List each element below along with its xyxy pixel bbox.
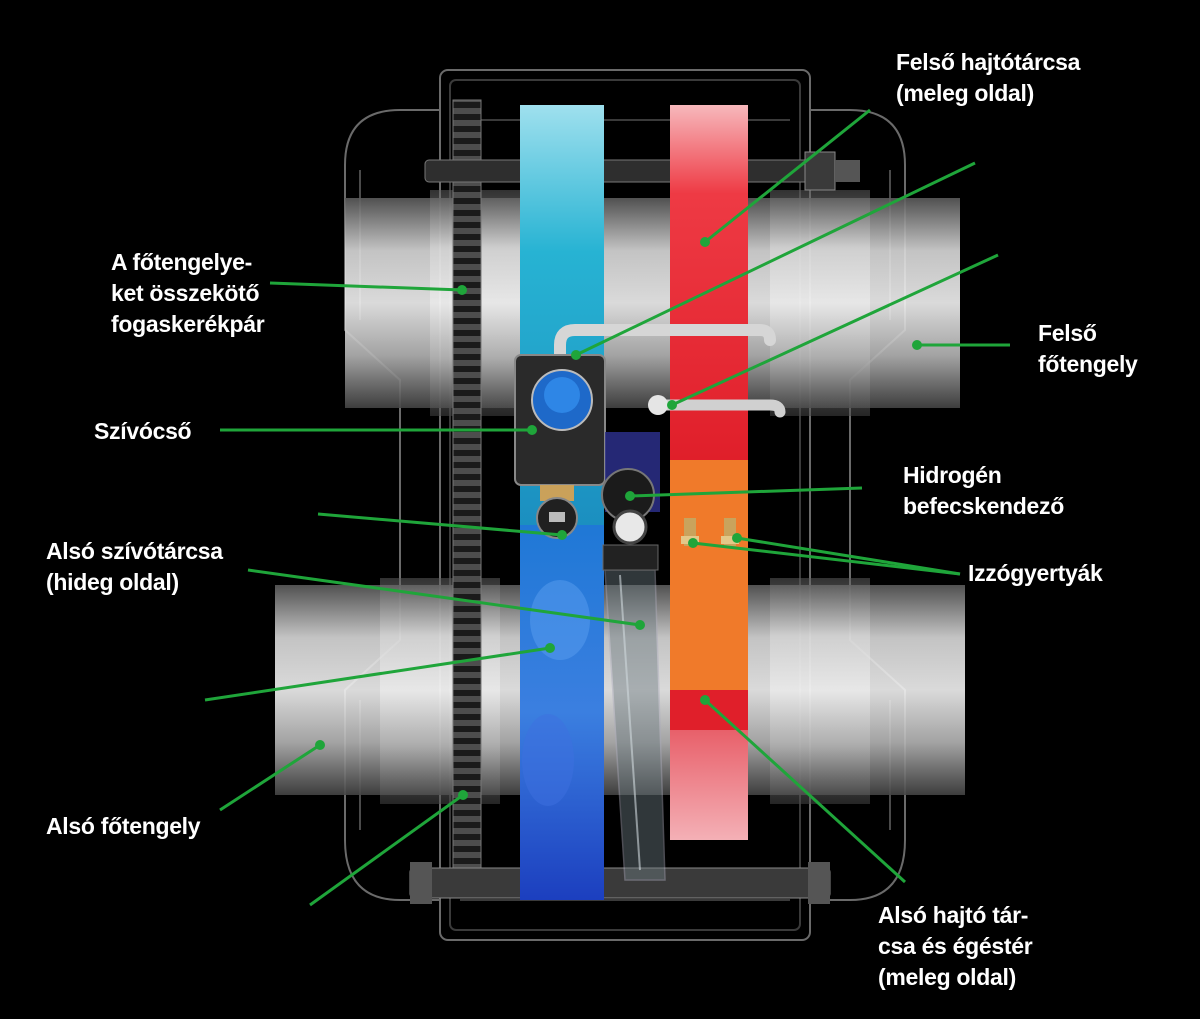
pipe-assembly (554, 324, 786, 418)
label-lower-intake-disc: Alsó szívótárcsa (hideg oldal) (46, 536, 223, 598)
label-lower-crankshaft: Alsó főtengely (46, 811, 201, 842)
label-line: (meleg oldal) (896, 80, 1034, 106)
label-line: Alsó szívótárcsa (46, 538, 223, 564)
label-intake-pipe: Szívócső (94, 416, 192, 447)
label-line: Felső (1038, 320, 1097, 346)
label-upper-crankshaft: Felső főtengely (1038, 318, 1138, 380)
leader-lines (204, 108, 1010, 907)
label-hydrogen-injector: Hidrogén befecskendező (903, 460, 1064, 522)
label-line: Alsó főtengely (46, 813, 201, 839)
label-lower-drive-disc: Alsó hajtó tár- csa és égéstér (meleg ol… (878, 900, 1033, 993)
hydrogen-injector-part (601, 468, 659, 571)
label-line: Szívócső (94, 418, 192, 444)
label-line: Izzógyertyák (968, 560, 1103, 586)
label-line: (meleg oldal) (878, 964, 1016, 990)
label-line: fogaskerékpár (111, 311, 265, 337)
label-line: (hideg oldal) (46, 569, 179, 595)
label-line: Alsó hajtó tár- (878, 902, 1029, 928)
label-line: ket összekötő (111, 280, 260, 306)
intake-fitting (536, 485, 578, 539)
label-line: befecskendező (903, 493, 1064, 519)
label-line: főtengely (1038, 351, 1138, 377)
label-upper-drive-disc: Felső hajtótárcsa (meleg oldal) (896, 47, 1080, 109)
gear-pair-part (452, 99, 482, 891)
label-line: A főtengelye- (111, 249, 252, 275)
label-gear-pair: A főtengelye- ket összekötő fogaskerékpá… (111, 247, 265, 340)
label-line: Felső hajtótárcsa (896, 49, 1081, 75)
upper-crankshaft-part (345, 190, 960, 416)
label-line: csa és égéstér (878, 933, 1033, 959)
label-glow-plugs: Izzógyertyák (968, 558, 1103, 589)
label-line: Hidrogén (903, 462, 1002, 488)
